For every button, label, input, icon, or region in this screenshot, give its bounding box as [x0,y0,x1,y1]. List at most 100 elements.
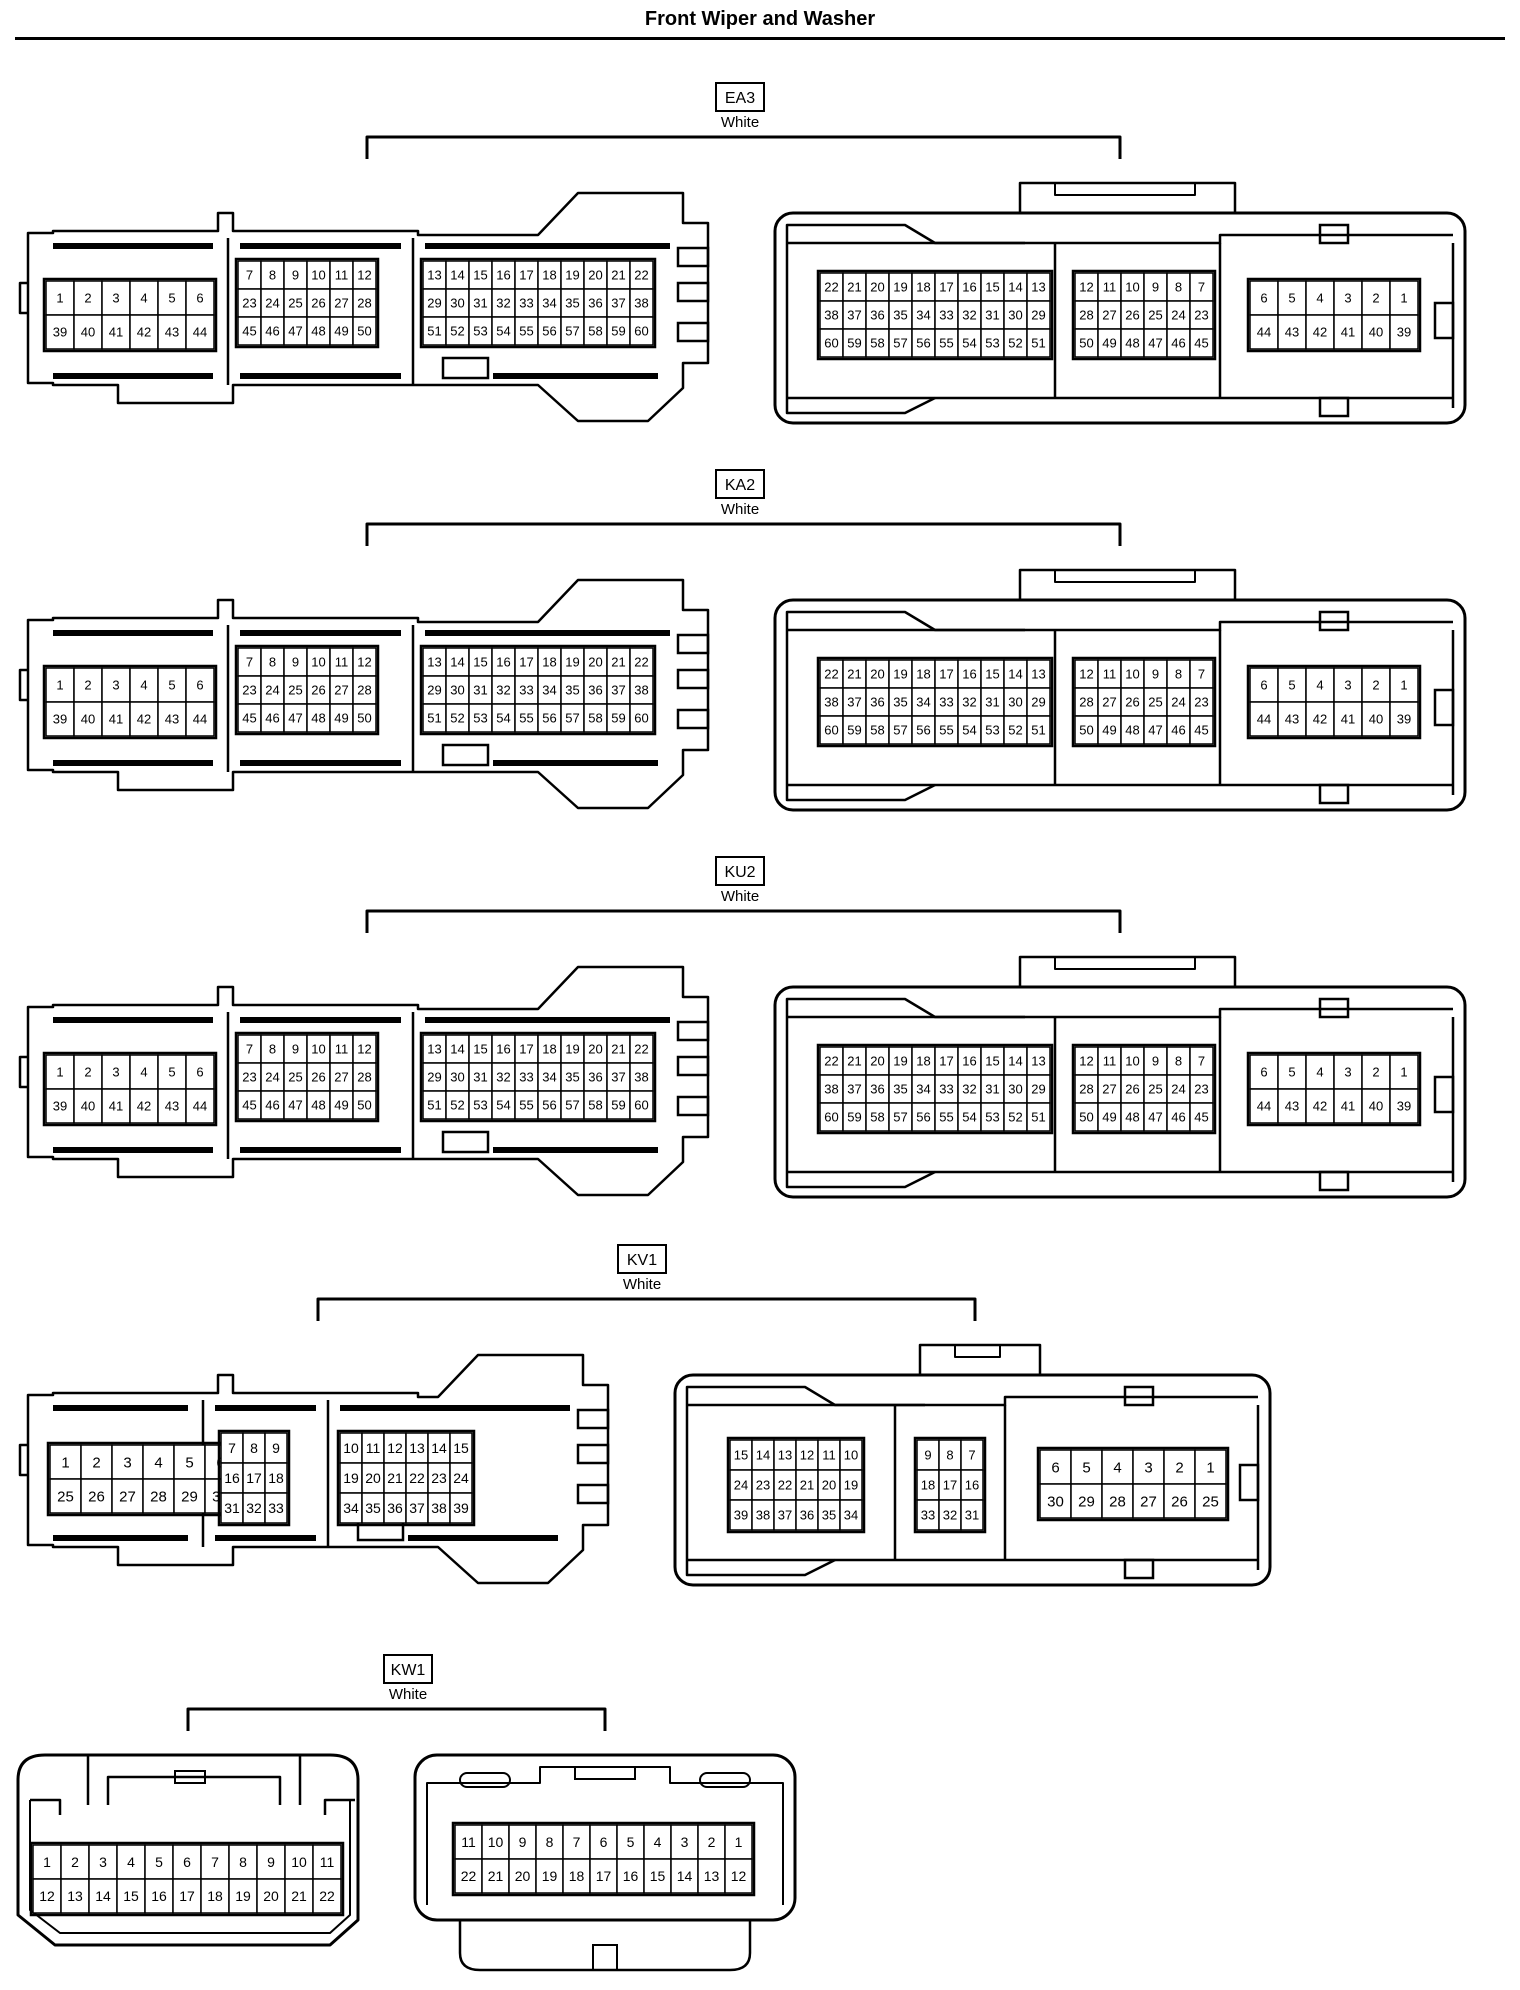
right-housing [785,223,1025,245]
pin-label: 18 [916,667,930,682]
pin-label: 42 [137,712,151,727]
connector-kv1: KV1White12345625262728293078916171831323… [18,1244,1272,1587]
pin-label: 40 [81,325,95,340]
pin-label: 56 [542,324,556,339]
pin-label: 32 [962,695,976,710]
pin-cell [629,1090,654,1120]
pin-label: 13 [67,1888,83,1904]
pin-label: 1 [1400,678,1407,693]
pin-label: 56 [916,723,930,738]
pin-label: 50 [357,711,371,726]
housing-latch [1433,301,1455,340]
pin-label: 48 [311,711,325,726]
left-housing [26,191,710,423]
pin-label: 19 [542,1868,558,1884]
pin-cell [173,1444,206,1480]
pin-cell [481,1858,510,1894]
pin-cell [1333,701,1363,737]
pin-cell [1361,314,1391,350]
pin-cell [88,1844,118,1880]
housing-rib [240,760,401,766]
pin-label: 19 [844,1478,858,1493]
pin-label: 2 [84,291,91,306]
pin-label: 7 [246,1042,253,1057]
pin-label: 35 [565,683,579,698]
pin-label: 6 [196,678,203,693]
pin-label: 53 [985,336,999,351]
housing-latch [1318,1170,1350,1192]
pin-cell [1163,1449,1196,1485]
pin-label: 45 [242,324,256,339]
pin-label: 21 [847,1054,861,1069]
pin-label: 17 [519,1042,533,1057]
housing-rib [493,373,658,379]
pin-label: 44 [193,1099,207,1114]
pin-label: 36 [588,1070,602,1085]
pin-label: 39 [734,1508,748,1523]
pin-label: 13 [1031,280,1045,295]
left-housing [26,965,710,1197]
pin-block [1246,277,1422,353]
pin-label: 15 [473,268,487,283]
pin-label: 27 [334,683,348,698]
pin-label: 14 [450,655,464,670]
pin-label: 7 [211,1854,219,1870]
pin-label: 7 [228,1440,236,1456]
pin-label: 20 [588,655,602,670]
pin-block [217,1429,291,1527]
pin-label: 44 [193,325,207,340]
pin-label: 43 [165,712,179,727]
pin-label: 25 [1148,695,1162,710]
pin-label: 17 [596,1868,612,1884]
pin-label: 10 [291,1854,307,1870]
pin-label: 8 [1175,1054,1182,1069]
pin-label: 56 [542,1098,556,1113]
pin-block [451,1821,756,1897]
pin-cell [32,1878,62,1914]
left-housing [16,1753,360,1947]
pin-label: 37 [611,1070,625,1085]
pin-label: 40 [1369,325,1383,340]
pin-cell [228,1878,258,1914]
pin-label: 6 [183,1854,191,1870]
pin-cell [284,1878,314,1914]
connector-id-box [715,469,765,499]
pin-label: 9 [1152,1054,1159,1069]
pin-label: 1 [1400,291,1407,306]
pin-label: 16 [496,268,510,283]
pin-label: 53 [473,1098,487,1113]
pin-label: 47 [288,324,302,339]
pin-label: 16 [496,655,510,670]
pin-label: 2 [71,1854,79,1870]
pin-label: 19 [565,1042,579,1057]
pin-label: 26 [1171,1493,1188,1510]
pin-label: 24 [734,1478,748,1493]
pin-label: 22 [319,1888,335,1904]
pin-label: 5 [185,1454,193,1471]
pin-label: 50 [1079,1110,1093,1125]
pin-cell [1070,1449,1103,1485]
pin-cell [1389,1088,1419,1124]
pin-label: 21 [611,655,625,670]
pin-label: 22 [461,1868,477,1884]
pin-label: 9 [1152,667,1159,682]
pin-cell [1163,1483,1196,1519]
pin-cell [1132,1449,1165,1485]
pin-cell [724,1858,753,1894]
pin-label: 32 [246,1500,262,1516]
pin-cell [670,1858,699,1894]
pin-label: 21 [488,1868,504,1884]
pin-label: 24 [453,1470,469,1486]
pin-label: 22 [778,1478,792,1493]
pin-cell [200,1878,230,1914]
connector-color: White [721,888,759,905]
pin-cell [508,1824,537,1860]
left-housing [18,668,28,702]
pin-label: 39 [53,325,67,340]
housing-latch [576,1483,610,1505]
pin-label: 9 [292,1042,299,1057]
pin-label: 10 [343,1440,359,1456]
pin-label: 26 [311,1070,325,1085]
pin-label: 49 [1102,336,1116,351]
